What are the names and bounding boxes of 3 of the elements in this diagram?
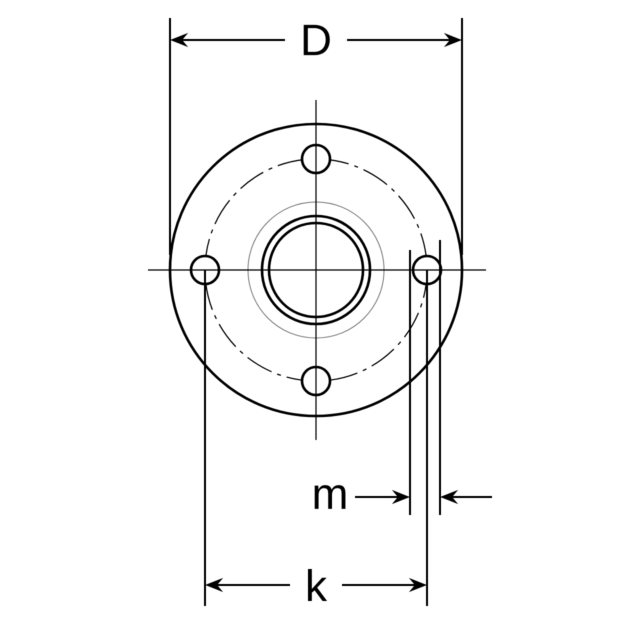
dimension-label: m [314,485,346,509]
dimension-label: k [308,569,328,601]
dimension-label: D [304,24,330,56]
